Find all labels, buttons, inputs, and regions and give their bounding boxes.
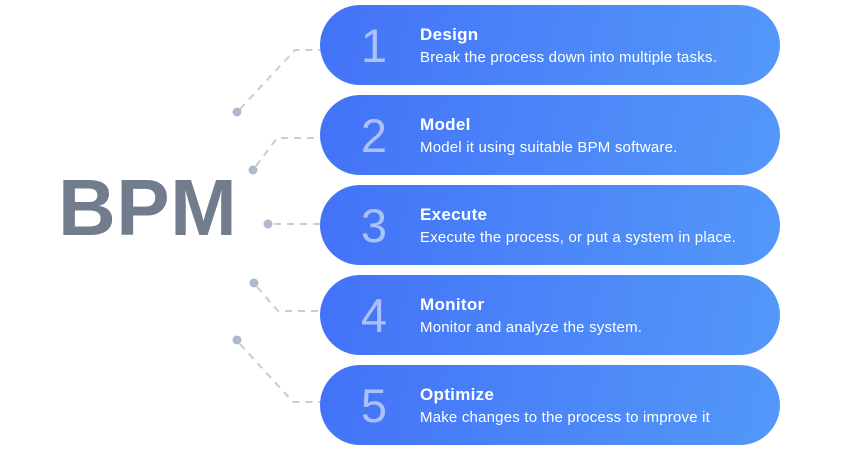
connector-line-5	[239, 343, 324, 403]
step-text: Execute Execute the process, or put a sy…	[420, 205, 736, 246]
step-number: 4	[360, 288, 388, 342]
step-card-design: 1 Design Break the process down into mul…	[320, 5, 780, 85]
step-card-model: 2 Model Model it using suitable BPM soft…	[320, 95, 780, 175]
step-description: Make changes to the process to improve i…	[420, 408, 711, 426]
step-number: 2	[360, 108, 388, 162]
step-number: 3	[360, 198, 388, 252]
connector-line-2	[255, 137, 324, 167]
connector-dot-5	[232, 335, 242, 345]
step-number: 5	[360, 378, 388, 432]
connector-dot-1	[232, 107, 242, 117]
connector-line-4	[256, 286, 324, 312]
step-description: Monitor and analyze the system.	[420, 318, 643, 336]
step-text: Model Model it using suitable BPM softwa…	[420, 115, 678, 156]
step-text: Monitor Monitor and analyze the system.	[420, 295, 642, 336]
connector-dot-4	[249, 278, 259, 288]
step-number: 1	[360, 18, 388, 72]
step-title: Model	[420, 114, 471, 134]
step-title: Optimize	[420, 384, 495, 404]
step-description: Execute the process, or put a system in …	[420, 228, 737, 246]
step-text: Optimize Make changes to the process to …	[420, 385, 710, 426]
step-card-optimize: 5 Optimize Make changes to the process t…	[320, 365, 780, 445]
step-card-monitor: 4 Monitor Monitor and analyze the system…	[320, 275, 780, 355]
step-description: Break the process down into multiple tas…	[420, 48, 718, 66]
step-card-execute: 3 Execute Execute the process, or put a …	[320, 185, 780, 265]
connector-dot-3	[263, 219, 273, 229]
step-title: Design	[420, 24, 479, 44]
connector-line-1	[239, 49, 324, 110]
connector-dot-2	[248, 165, 258, 175]
step-title: Execute	[420, 204, 488, 224]
step-text: Design Break the process down into multi…	[420, 25, 717, 66]
bpm-heading: BPM	[58, 163, 238, 252]
step-title: Monitor	[420, 294, 485, 314]
step-description: Model it using suitable BPM software.	[420, 138, 678, 156]
